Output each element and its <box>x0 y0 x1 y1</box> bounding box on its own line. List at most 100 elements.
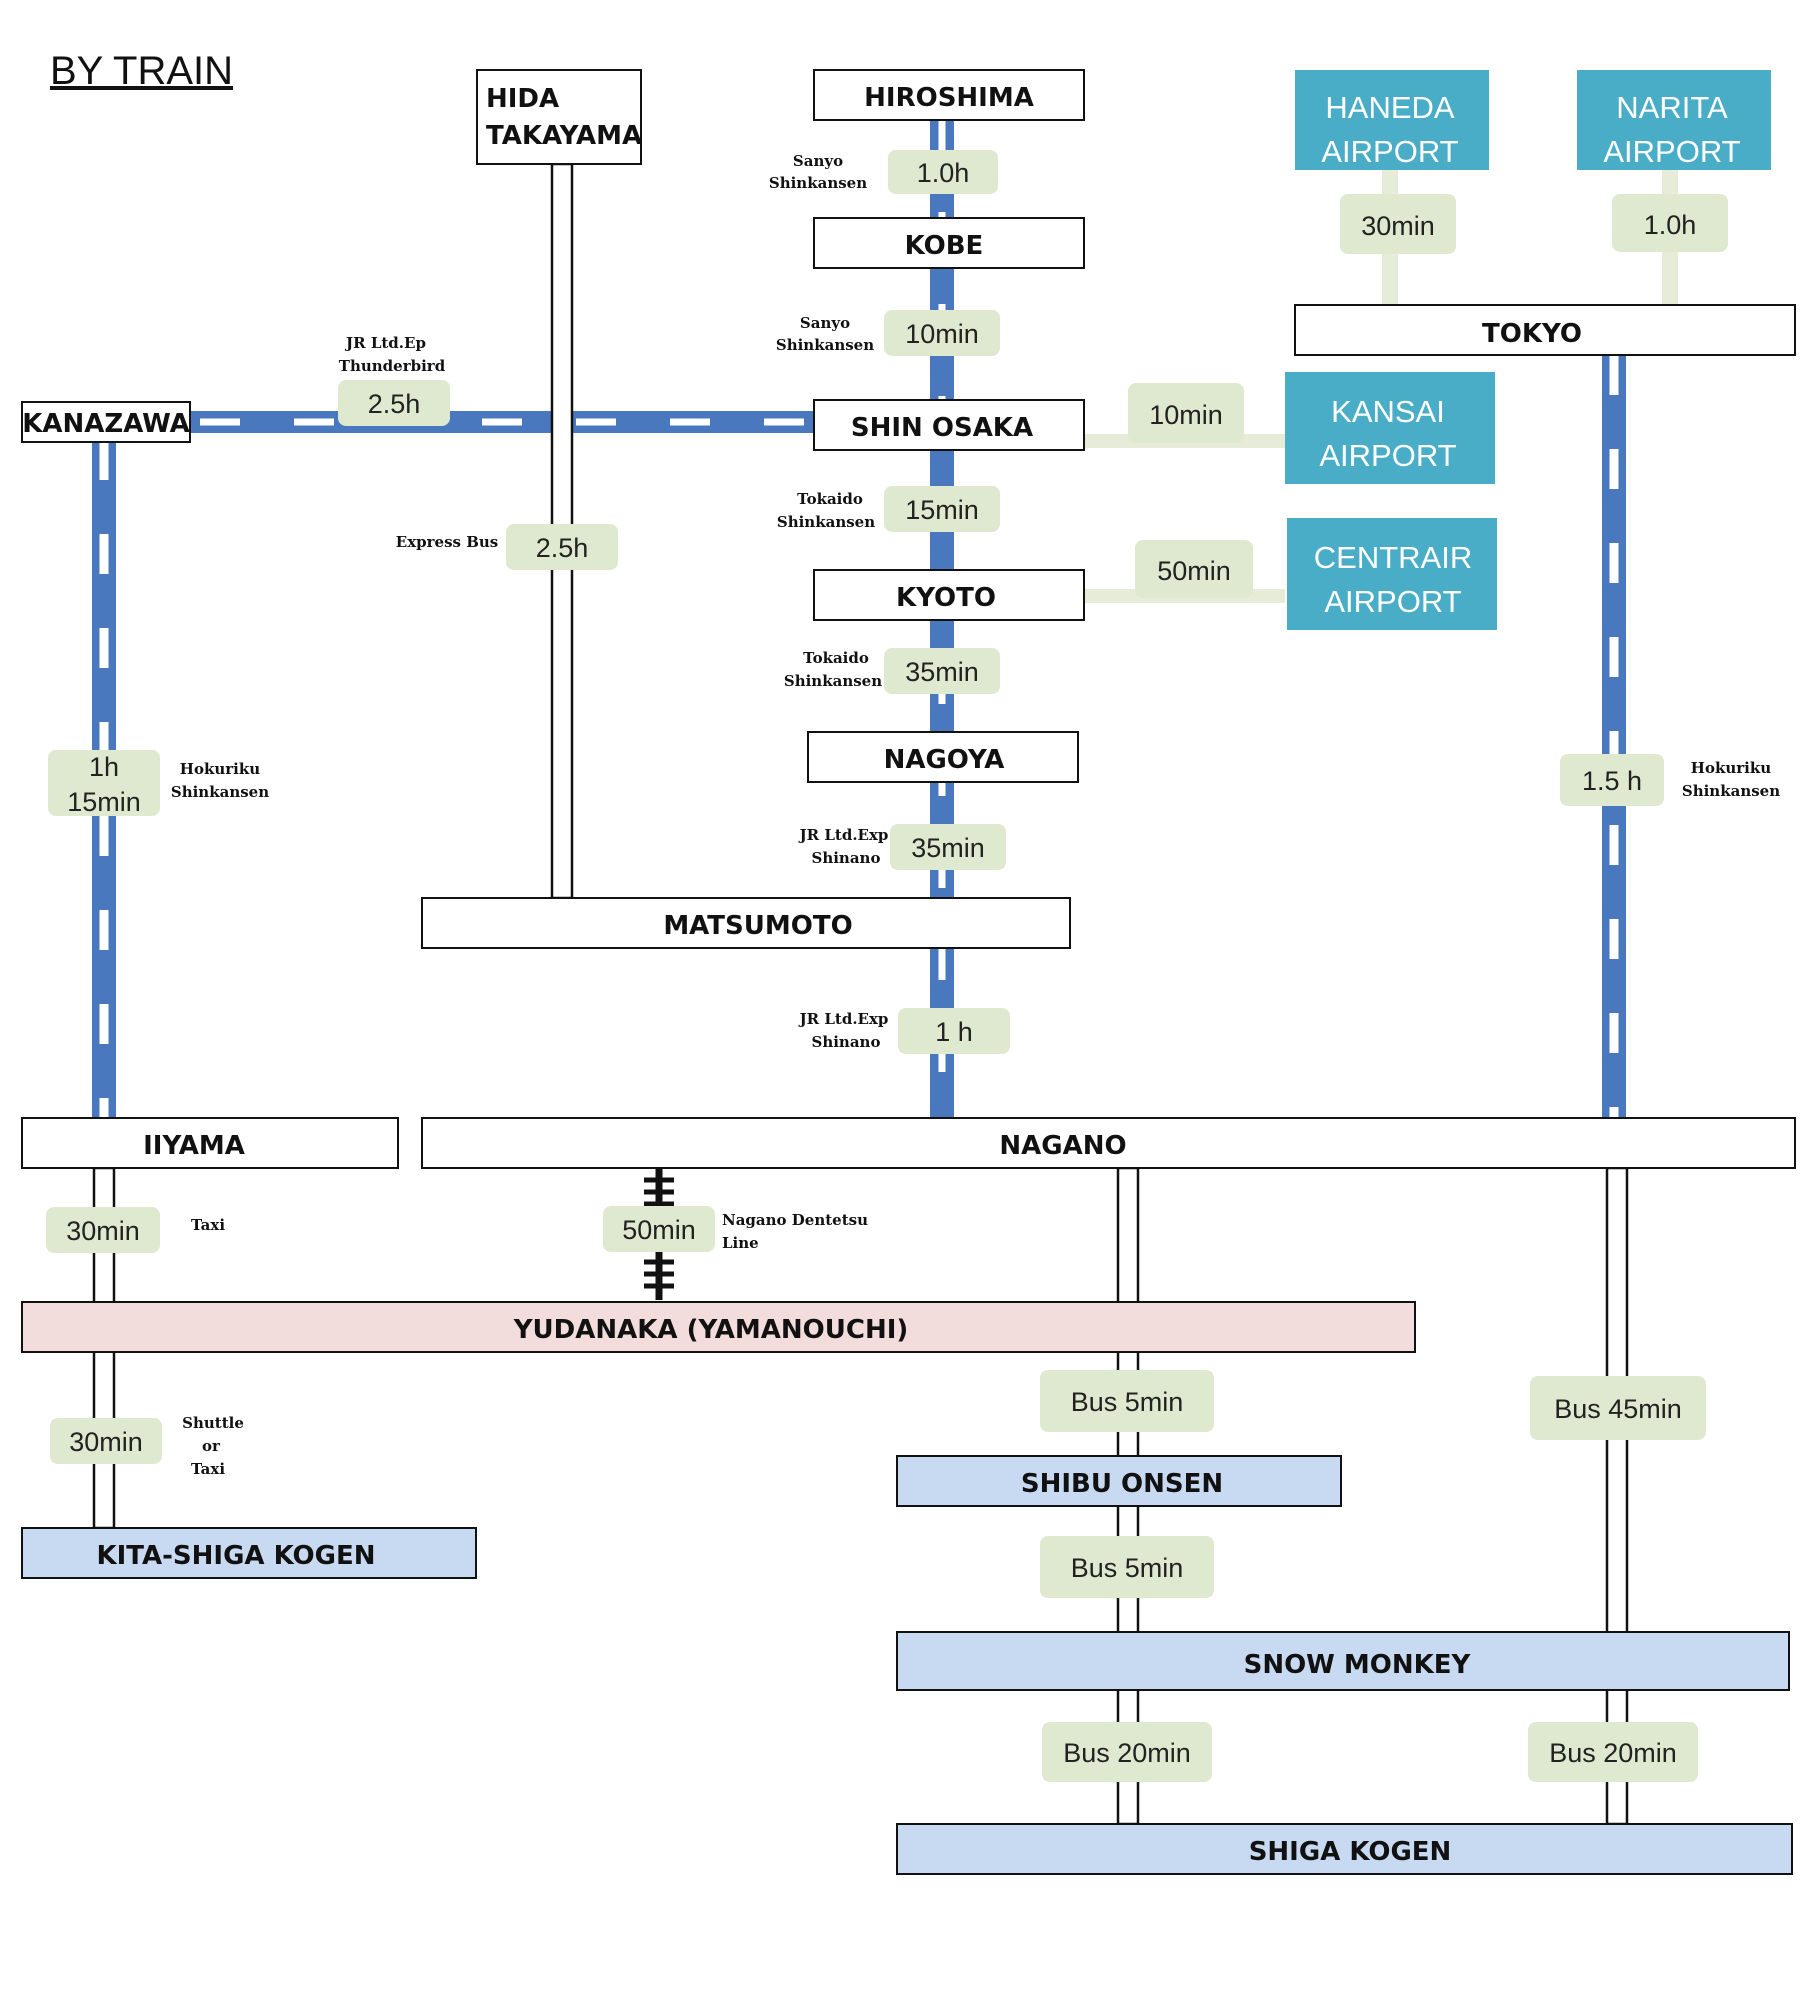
duration-shibu-snow-monkey: Bus 5min <box>1040 1536 1214 1598</box>
station-shiga-kogen-label: SHIGA KOGEN <box>1249 1837 1452 1867</box>
duration-nagoya-matsumoto-text: 35min <box>911 833 985 863</box>
airport-haneda-line1: HANEDA <box>1325 90 1455 125</box>
station-kyoto: KYOTO <box>813 569 1085 621</box>
duration-nagano-yudanaka: 50min <box>603 1206 715 1252</box>
label-shuttle-line1: Shuttle <box>182 1414 244 1432</box>
duration-tokyo-nagano: 1.5 h <box>1560 754 1664 806</box>
airport-narita: NARITA AIRPORT <box>1577 70 1771 170</box>
station-kobe: KOBE <box>813 217 1085 269</box>
station-hiroshima: HIROSHIMA <box>813 69 1085 121</box>
label-thunderbird: JR Ltd.Ep Thunderbird <box>339 334 446 375</box>
airport-narita-line1: NARITA <box>1616 90 1728 125</box>
duration-snow-monkey-shiga-left-text: Bus 20min <box>1063 1738 1191 1768</box>
label-shuttle-line2: or <box>202 1437 221 1455</box>
duration-kanazawa-shin-osaka: 2.5h <box>338 380 450 426</box>
duration-matsumoto-nagano-text: 1 h <box>935 1017 973 1047</box>
duration-kanazawa-iiyama: 1h 15min <box>48 750 160 817</box>
station-kyoto-label: KYOTO <box>896 583 996 613</box>
label-sanyo-1-line1: Sanyo <box>793 152 843 170</box>
label-shuttle-line3: Taxi <box>191 1460 225 1478</box>
label-dentetsu: Nagano Dentetsu Line <box>722 1211 868 1252</box>
station-nagano-label: NAGANO <box>999 1131 1126 1161</box>
duration-kanazawa-shin-osaka-text: 2.5h <box>368 389 421 419</box>
station-kita-shiga-kogen-label: KITA-SHIGA KOGEN <box>96 1541 375 1571</box>
station-nagano: NAGANO <box>421 1117 1796 1169</box>
duration-haneda-tokyo: 30min <box>1340 194 1456 254</box>
station-yudanaka-label: YUDANAKA (YAMANOUCHI) <box>513 1315 909 1345</box>
airport-kansai-line2: AIRPORT <box>1319 438 1456 473</box>
duration-yudanaka-kita-shiga: 30min <box>50 1418 162 1464</box>
duration-kansai-shin-osaka: 10min <box>1128 383 1244 443</box>
duration-kanazawa-iiyama-line1: 1h <box>89 752 119 782</box>
duration-tokyo-nagano-text: 1.5 h <box>1582 766 1642 796</box>
station-kobe-label: KOBE <box>905 231 984 261</box>
station-nagoya: NAGOYA <box>807 731 1079 783</box>
station-shiga-kogen: SHIGA KOGEN <box>896 1823 1793 1875</box>
station-hida-takayama-line2: TAKAYAMA <box>486 121 642 151</box>
duration-shin-osaka-kyoto-text: 15min <box>905 495 979 525</box>
label-shinano-2: JR Ltd.Exp Shinano <box>798 1010 889 1051</box>
airport-haneda-line2: AIRPORT <box>1321 134 1458 169</box>
label-sanyo-1-line2: Shinkansen <box>769 174 867 192</box>
station-shibu-onsen: SHIBU ONSEN <box>896 1455 1342 1507</box>
duration-narita-tokyo: 1.0h <box>1612 194 1728 252</box>
station-kanazawa-label: KANAZAWA <box>22 409 190 439</box>
duration-kanazawa-iiyama-line2: 15min <box>67 787 141 817</box>
label-tokaido-2-line1: Tokaido <box>803 649 869 667</box>
label-sanyo-1: Sanyo Shinkansen <box>769 152 867 192</box>
station-tokyo: TOKYO <box>1294 304 1796 356</box>
label-shinano-1-line1: JR Ltd.Exp <box>798 826 889 844</box>
label-hokuriku-right: Hokuriku Shinkansen <box>1682 759 1780 800</box>
station-nagoya-label: NAGOYA <box>884 745 1005 775</box>
label-shinano-2-line2: Shinano <box>812 1033 881 1051</box>
label-express-bus: Express Bus <box>396 533 498 551</box>
diagram-title: BY TRAIN <box>50 49 233 93</box>
duration-hiroshima-kobe: 1.0h <box>888 150 998 194</box>
airport-haneda: HANEDA AIRPORT <box>1295 70 1489 170</box>
label-hokuriku-left-line1: Hokuriku <box>180 760 260 778</box>
label-tokaido-1-line1: Tokaido <box>797 490 863 508</box>
label-shuttle: Shuttle or Taxi <box>182 1414 244 1478</box>
station-matsumoto-label: MATSUMOTO <box>663 911 852 941</box>
duration-hiroshima-kobe-text: 1.0h <box>917 158 970 188</box>
station-kita-shiga-kogen: KITA-SHIGA KOGEN <box>21 1527 477 1579</box>
airport-centrair-line2: AIRPORT <box>1324 584 1461 619</box>
station-snow-monkey-label: SNOW MONKEY <box>1244 1650 1472 1680</box>
station-iiyama: IIYAMA <box>21 1117 399 1169</box>
duration-kyoto-nagoya-text: 35min <box>905 657 979 687</box>
station-kanazawa: KANAZAWA <box>21 401 191 443</box>
airport-kansai: KANSAI AIRPORT <box>1285 372 1495 484</box>
duration-snow-monkey-shiga-left: Bus 20min <box>1042 1722 1212 1782</box>
label-hokuriku-left: Hokuriku Shinkansen <box>171 760 269 801</box>
station-hiroshima-label: HIROSHIMA <box>864 83 1034 113</box>
duration-narita-tokyo-text: 1.0h <box>1644 210 1697 240</box>
duration-shibu-snow-monkey-text: Bus 5min <box>1071 1553 1184 1583</box>
duration-kyoto-nagoya: 35min <box>884 648 1000 694</box>
label-sanyo-2: Sanyo Shinkansen <box>776 314 874 354</box>
label-hokuriku-right-line2: Shinkansen <box>1682 782 1780 800</box>
thunderbird-rail-line <box>190 411 815 433</box>
station-shibu-onsen-label: SHIBU ONSEN <box>1021 1469 1223 1499</box>
duration-takayama-matsumoto: 2.5h <box>506 524 618 570</box>
label-dentetsu-line2: Line <box>722 1234 759 1252</box>
label-shinano-2-line1: JR Ltd.Exp <box>798 1010 889 1028</box>
duration-nagoya-matsumoto: 35min <box>890 824 1006 870</box>
duration-kobe-shin-osaka: 10min <box>884 310 1000 356</box>
airport-centrair: CENTRAIR AIRPORT <box>1287 518 1497 630</box>
duration-yudanaka-kita-shiga-text: 30min <box>69 1427 143 1457</box>
duration-nagano-snow-monkey-text: Bus 45min <box>1554 1394 1682 1424</box>
duration-iiyama-yudanaka-text: 30min <box>66 1216 140 1246</box>
duration-nagano-shibu: Bus 5min <box>1040 1370 1214 1432</box>
label-taxi-text: Taxi <box>191 1216 225 1234</box>
duration-snow-monkey-shiga-right-text: Bus 20min <box>1549 1738 1677 1768</box>
duration-nagano-shibu-text: Bus 5min <box>1071 1387 1184 1417</box>
label-sanyo-2-line1: Sanyo <box>800 314 850 332</box>
station-iiyama-label: IIYAMA <box>143 1131 245 1161</box>
label-tokaido-1-line2: Shinkansen <box>777 513 875 531</box>
station-shin-osaka-label: SHIN OSAKA <box>851 413 1033 443</box>
label-thunderbird-line2: Thunderbird <box>339 357 446 375</box>
label-tokaido-1: Tokaido Shinkansen <box>777 490 875 531</box>
label-shinano-1: JR Ltd.Exp Shinano <box>798 826 889 867</box>
label-hokuriku-left-line2: Shinkansen <box>171 783 269 801</box>
